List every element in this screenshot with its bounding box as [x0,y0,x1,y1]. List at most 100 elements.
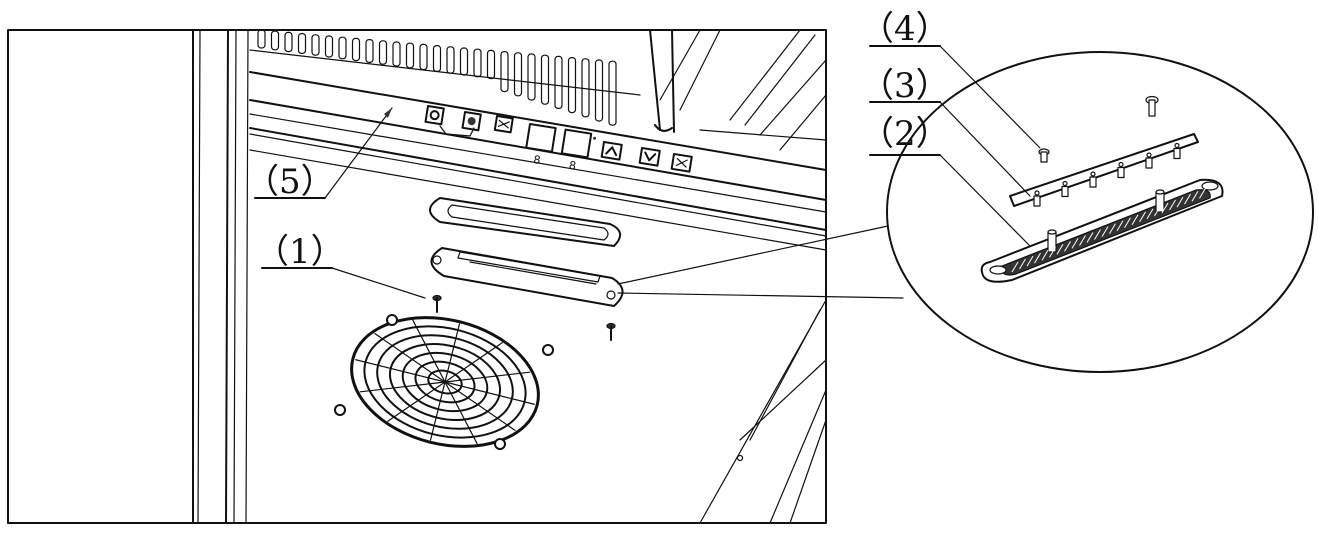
vent-slot [351,37,361,62]
vent-slot [554,55,563,110]
fan-guard-spoke [444,323,461,383]
screw [432,294,442,313]
plate-hole [1118,161,1124,168]
callout-leader [331,267,426,299]
vent-slot [608,60,617,126]
leader-line [617,292,904,299]
grille-slot [1176,196,1184,208]
mounting-plate [1009,133,1199,207]
vent-slot [297,32,307,54]
callout-label: （3） [860,66,950,106]
fan-guard-spoke [429,381,446,441]
grille-slot [1131,214,1139,226]
plate-peg [1033,195,1041,207]
grille-slot [1026,255,1034,267]
grille-slot [1154,205,1161,217]
vent-slot [419,43,428,71]
fan-guard-ring [350,316,540,448]
vent-slot [486,49,496,80]
outer-frame [7,29,827,524]
callout-label: （1） [255,232,345,272]
lower-vent-cover [430,247,624,307]
callout-leader [939,45,1041,149]
plate-peg [1117,166,1125,179]
callout-1: （1） [255,232,426,299]
fan-guard-spoke [359,381,446,393]
grille-slot [1064,241,1071,252]
vent-slot [405,42,415,69]
grille-slot [1034,252,1041,264]
indicator-dot [593,136,597,140]
display-digit-box [525,123,557,153]
fan-guard [334,314,554,450]
connector-line [439,125,475,137]
vent-slot [365,38,374,63]
cabinet-frame [7,29,827,524]
vent-slot [311,34,320,56]
vent-slot [540,54,550,105]
vent-slot [378,40,388,65]
callout-label: （4） [860,9,950,49]
grille-slot [1139,211,1146,223]
screw [1038,148,1050,163]
fan-guard-spoke [374,333,446,383]
vent-grille-base [980,178,1224,283]
screw [606,322,616,341]
grille-slot [1161,202,1169,214]
vent-slot [432,44,442,72]
plate-hole [1090,171,1096,177]
temperature-display: 8 8 [525,123,597,173]
fan-guard-mount-tab [334,404,346,416]
plate-peg [1061,185,1069,198]
vent-slot [581,58,590,118]
plate-hole [1146,152,1152,158]
vent-slot [500,50,509,93]
grille-slot [1109,223,1116,234]
defrost-icon[interactable] [493,115,514,134]
mode-icon[interactable] [670,153,693,173]
up-arrow-icon[interactable] [600,141,623,161]
power-icon[interactable] [424,105,445,126]
down-arrow-icon[interactable] [638,147,661,167]
fan-guard-mount-tab [542,344,554,356]
fan-guard-mount-tab [386,314,398,326]
callout-5: （5） [245,107,393,202]
vent-slot [270,30,280,51]
vent-slot [459,47,469,76]
plate-hole [1034,190,1040,196]
leader-line [617,225,889,285]
vent-slot [257,29,266,49]
plate-hole [1174,142,1180,149]
display-digit-box [560,128,593,159]
grille-slot [1086,232,1094,243]
display-digit: 8 [532,153,541,167]
door-edge-line [225,29,229,524]
callout-leader [324,107,393,199]
grille-slot [1116,220,1124,231]
fan-guard-spoke [444,342,503,383]
grille-slot [1094,229,1101,240]
light-icon[interactable] [461,111,482,132]
control-panel: 8 8 [424,105,693,173]
door-edge-line [233,29,237,524]
fan-guard-spoke [412,319,446,383]
vent-slot [338,36,347,60]
vent-slot [392,41,401,67]
door-edge-line [197,29,201,524]
callout-label: （5） [245,162,335,202]
grille-slot [1056,244,1064,255]
grille-slot [1011,261,1019,273]
grille-slot [1199,187,1206,199]
fan-guard-spoke [355,359,446,383]
plate-peg [1145,157,1153,169]
grille-slot [1041,249,1049,261]
grille-slot [1079,235,1086,246]
callout-leader [939,154,1031,247]
grille-slot [1191,190,1199,202]
grille-slot [1184,193,1191,205]
grille-slot [1146,208,1154,220]
door-edge-line [245,29,249,524]
callout-label: （2） [860,114,950,154]
fan-guard-spoke [444,381,478,445]
